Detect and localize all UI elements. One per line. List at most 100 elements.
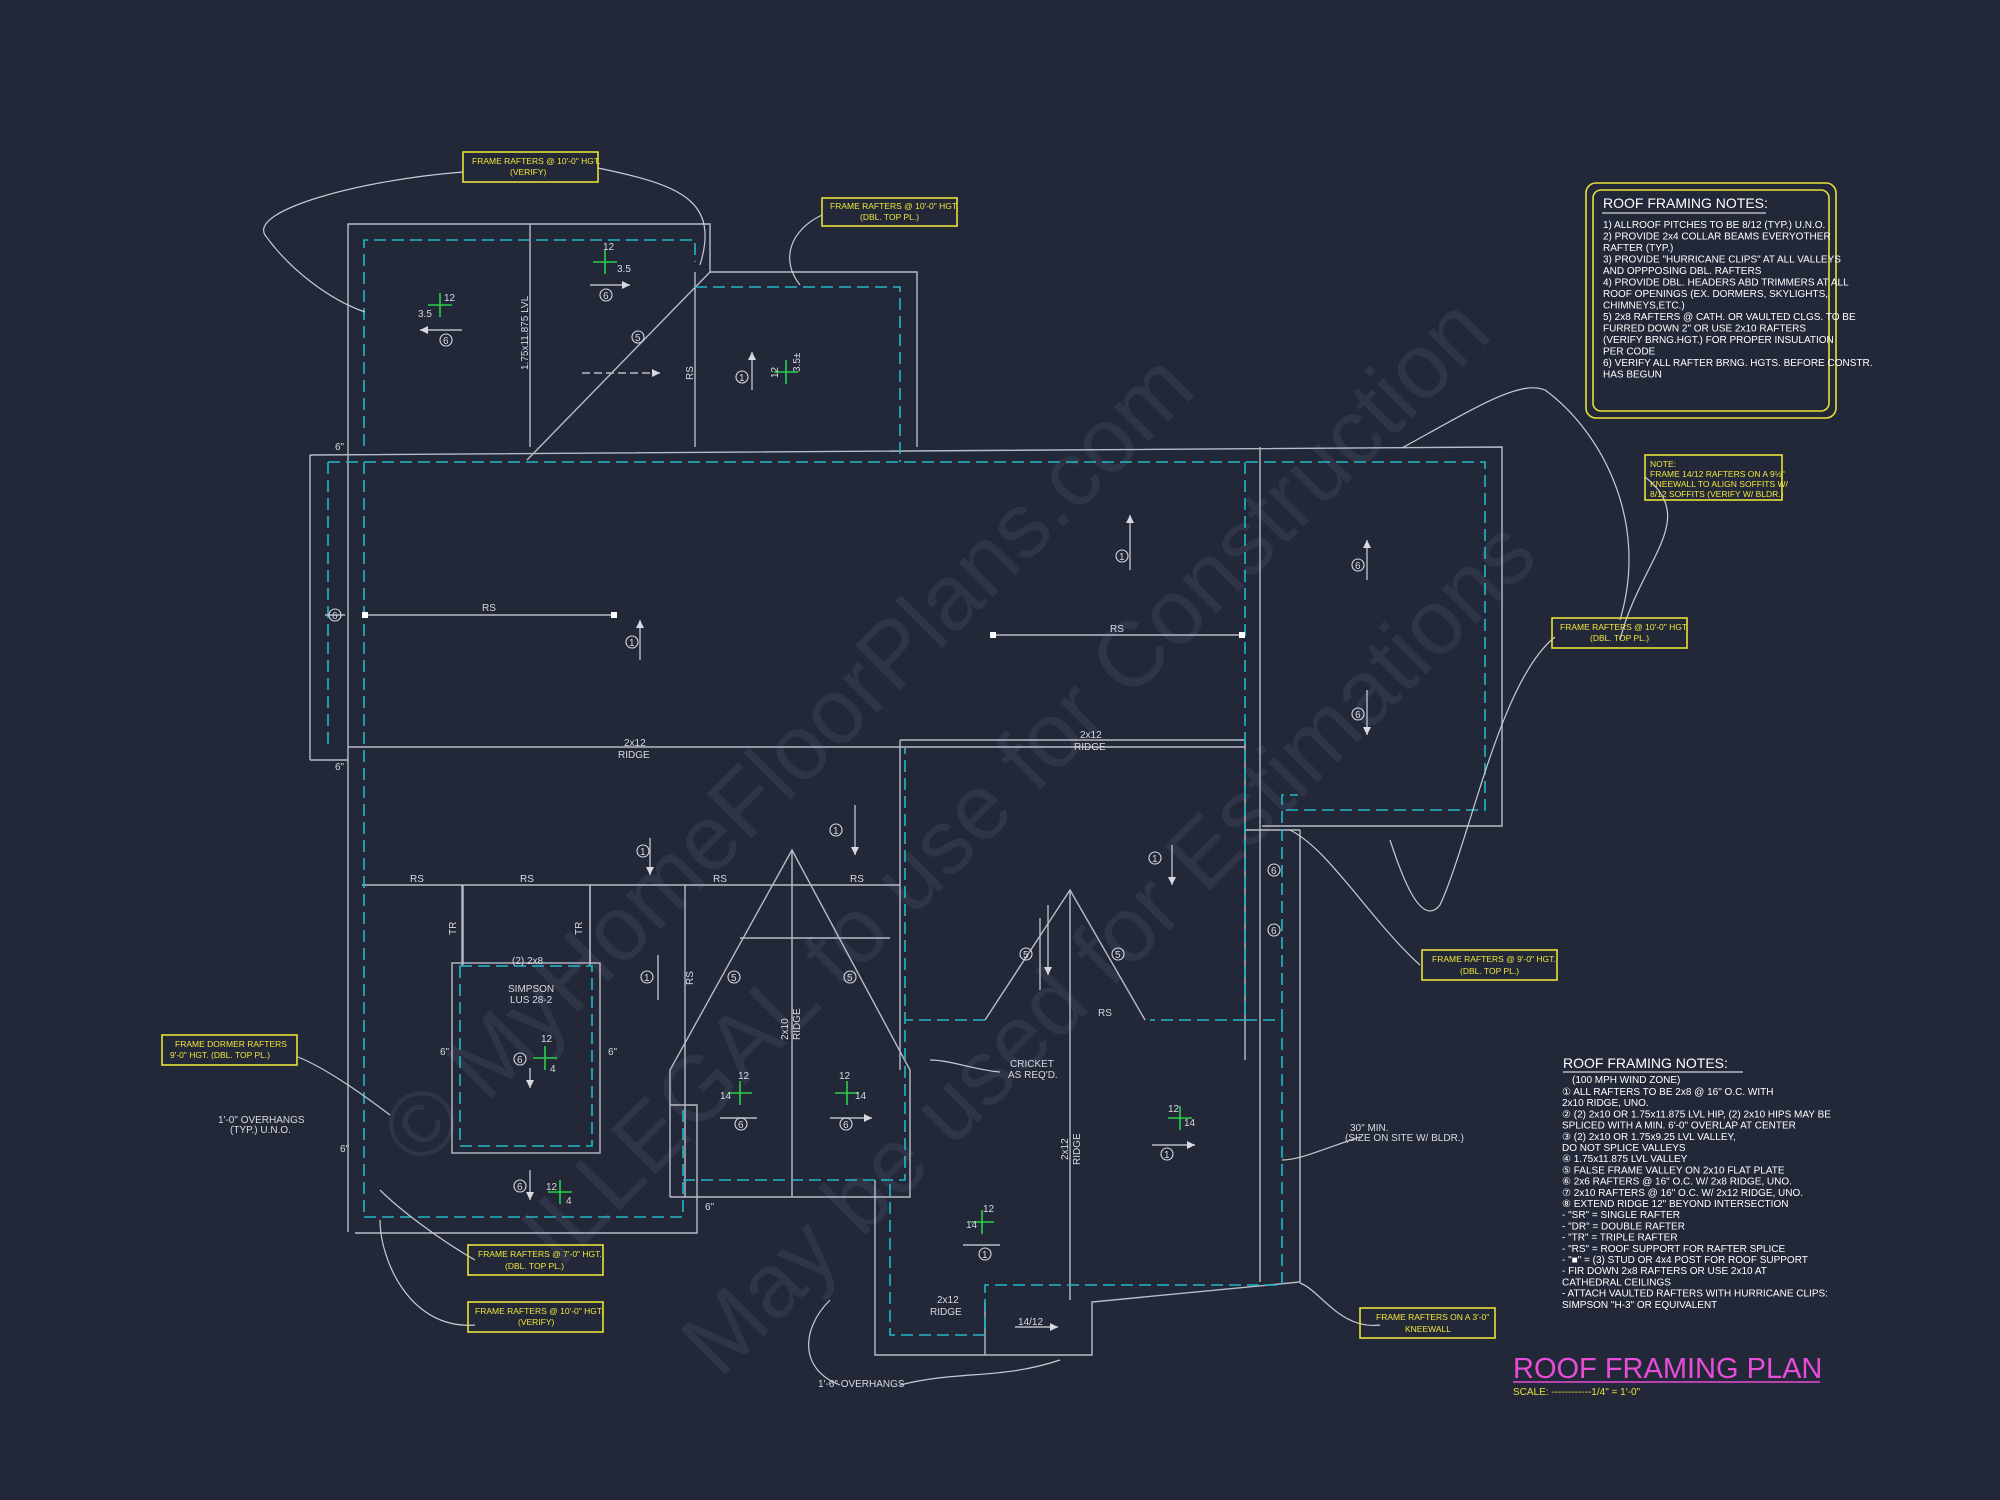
legend-line-17: - FIR DOWN 2x8 RAFTERS OR USE 2x10 AT	[1562, 1266, 1767, 1277]
callout-8-line-2: (VERIFY)	[518, 1317, 555, 1327]
rs-label-7: RS	[1098, 1008, 1112, 1019]
rs-label-5: RS	[713, 874, 727, 885]
callout-4-line-2: (DBL. TOP PL.)	[1590, 633, 1649, 643]
pitch-14-12: 14/12	[1018, 1317, 1043, 1328]
legend-line-2: 2x10 RIDGE, UNO.	[1562, 1098, 1649, 1109]
pitch-run-9: 14	[966, 1220, 978, 1231]
notes-box-line-13: 6) VERIFY ALL RAFTER BRNG. HGTS. BEFORE …	[1603, 358, 1873, 369]
roof-supports: RS RS RS RS RS RS RS RS RS TR TR	[362, 366, 1245, 1019]
dbl-2x8-label: (2) 2x8	[512, 956, 544, 967]
svg-text:6: 6	[517, 1055, 523, 1066]
six-in-4: 6"	[608, 1047, 618, 1058]
notes-box-line-14: HAS BEGUN	[1603, 370, 1662, 381]
page-title: ROOF FRAMING PLAN	[1513, 1353, 1822, 1385]
notes-box-line-8: CHIMNEYS,ETC.)	[1603, 301, 1685, 312]
legend-subheading: (100 MPH WIND ZONE)	[1572, 1075, 1680, 1086]
rs-label-6: RS	[850, 874, 864, 885]
ridge-gable-label: RIDGE	[792, 1008, 803, 1040]
legend-line-10: ⑦ 2x10 RAFTERS @ 16" O.C. W/ 2x12 RIDGE,…	[1562, 1188, 1803, 1199]
lvl-label: 1.75x11.875 LVL	[520, 295, 531, 370]
size-on-site-2: (SIZE ON SITE W/ BLDR.)	[1345, 1133, 1464, 1144]
pitch-run-3: 3.5±	[792, 352, 803, 372]
rs-label-3: RS	[410, 874, 424, 885]
callout-1-line-2: (VERIFY)	[510, 167, 547, 177]
ridge-bottom-label: RIDGE	[930, 1307, 962, 1318]
svg-text:6: 6	[1355, 561, 1361, 572]
pitch-mark-2: 123.5	[593, 242, 631, 275]
callout-6-line-1: FRAME DORMER RAFTERS	[175, 1039, 287, 1049]
ridge-south-size: 2x12	[1060, 1138, 1071, 1160]
six-in-2: 6"	[335, 762, 345, 773]
legend-line-9: ⑥ 2x6 RAFTERS @ 16" O.C. W/ 2x8 RIDGE, U…	[1562, 1177, 1792, 1188]
notes-box-line-7: ROOF OPENINGS (EX. DORMERS, SKYLIGHTS,	[1603, 289, 1828, 300]
pitch-rise-6: 12	[839, 1071, 851, 1082]
rs-label-1: RS	[482, 603, 496, 614]
pitch-mark-1: 123.5	[418, 293, 456, 320]
svg-text:5: 5	[847, 973, 853, 984]
callout-3-line-2: FRAME 14/12 RAFTERS ON A 9½"	[1650, 469, 1785, 479]
callout-2: FRAME RAFTERS @ 10'-0" HGT. (DBL. TOP PL…	[821, 197, 959, 227]
notes-box-line-9: 5) 2x8 RAFTERS @ CATH. OR VAULTED CLGS. …	[1603, 312, 1856, 323]
notes-box-line-10: FURRED DOWN 2" OR USE 2x10 RAFTERS	[1603, 324, 1806, 335]
leader-lines	[263, 167, 1669, 1386]
svg-text:6: 6	[1271, 926, 1277, 937]
legend-line-4: SPLICED WITH A MIN. 6'-0" OVERLAP AT CEN…	[1562, 1121, 1796, 1132]
tr-label-1: TR	[448, 922, 459, 935]
overhang-18in: 1'-6" OVERHANGS	[818, 1379, 905, 1390]
callout-3-line-1: NOTE:	[1650, 459, 1676, 469]
overhang-tags: 6" 6" 6" 6" 6" 6"	[335, 442, 715, 1213]
overhang-typ-1: 1'-0" OVERHANGS	[218, 1115, 305, 1126]
simpson-label-1: SIMPSON	[508, 984, 554, 995]
ridge-center-size: 2x12	[1080, 730, 1102, 741]
callout-6-line-2: 9'-0" HGT. (DBL. TOP PL.)	[170, 1050, 270, 1060]
callout-8-line-1: FRAME RAFTERS @ 10'-0" HGT.	[475, 1306, 604, 1316]
callout-4: FRAME RAFTERS @ 10'-0" HGT. (DBL. TOP PL…	[1551, 617, 1689, 649]
notes-box-line-3: RAFTER (TYP.)	[1603, 243, 1673, 254]
pitch-rise-3: 12	[770, 366, 781, 378]
ridge-gable-size: 2x10	[780, 1018, 791, 1040]
pitch-run-8: 14	[1184, 1118, 1196, 1129]
pitch-run-5: 14	[720, 1091, 732, 1102]
pitch-rise-2: 12	[603, 242, 615, 253]
cricket-label-1: CRICKET	[1010, 1059, 1054, 1070]
six-in-5: 6"	[340, 1144, 350, 1155]
legend-line-20: SIMPSON "H-3" OR EQUIVALENT	[1562, 1300, 1717, 1311]
rs-label-9: RS	[685, 971, 696, 985]
callout-5: FRAME RAFTERS @ 9'-0" HGT. (DBL. TOP PL.…	[1421, 949, 1558, 981]
callout-3-line-4: 8/12 SOFFITS (VERIFY W/ BLDR.)	[1650, 489, 1784, 499]
callout-8: FRAME RAFTERS @ 10'-0" HGT. (VERIFY)	[467, 1301, 604, 1333]
pitch-run-1: 3.5	[418, 309, 432, 320]
pitch-rise-5: 12	[738, 1071, 750, 1082]
legend-line-12: - "SR" = SINGLE RAFTER	[1562, 1210, 1680, 1221]
pitch-rise-8: 12	[1168, 1104, 1180, 1115]
callout-6: FRAME DORMER RAFTERS 9'-0" HGT. (DBL. TO…	[161, 1034, 298, 1066]
legend-line-1: ① ALL RAFTERS TO BE 2x8 @ 16" O.C. WITH	[1562, 1087, 1773, 1098]
callout-1-line-1: FRAME RAFTERS @ 10'-0" HGT.	[472, 156, 601, 166]
legend-line-11: ⑧ EXTEND RIDGE 12" BEYOND INTERSECTION	[1562, 1199, 1788, 1210]
callout-3: NOTE: FRAME 14/12 RAFTERS ON A 9½" KNEEW…	[1644, 454, 1789, 501]
circled-numbers: 6 6 5 1 6 1 1 6 6 1 1 1 6 6 1 5 5 5 5 6 …	[328, 288, 1365, 1261]
callout-2-line-1: FRAME RAFTERS @ 10'-0" HGT.	[830, 201, 959, 211]
legend-line-6: DO NOT SPLICE VALLEYS	[1562, 1143, 1686, 1154]
pitch-rise-7: 12	[546, 1182, 558, 1193]
legend-line-19: - ATTACH VAULTED RAFTERS WITH HURRICANE …	[1562, 1289, 1828, 1300]
svg-text:5: 5	[1023, 950, 1029, 961]
six-in-1: 6"	[335, 442, 345, 453]
notes-box-line-5: AND OPPPOSING DBL. RAFTERS	[1603, 266, 1762, 277]
notes-box-line-2: 2) PROVIDE 2x4 COLLAR BEAMS EVERYOTHER	[1603, 232, 1831, 243]
svg-text:1: 1	[644, 973, 650, 984]
callout-1: FRAME RAFTERS @ 10'-0" HGT. (VERIFY)	[462, 151, 601, 183]
svg-text:1: 1	[1152, 854, 1158, 865]
rs-label-4: RS	[520, 874, 534, 885]
svg-text:6: 6	[738, 1120, 744, 1131]
size-on-site-1: 30" MIN.	[1350, 1123, 1389, 1134]
cricket-label-2: AS REQ'D.	[1008, 1070, 1058, 1081]
callout-3-line-3: KNEEWALL TO ALIGN SOFFITS W/	[1650, 479, 1789, 489]
svg-text:6: 6	[443, 336, 449, 347]
notes-box-line-1: 1) ALLROOF PITCHES TO BE 8/12 (TYP.) U.N…	[1603, 220, 1825, 231]
six-in-6: 6"	[705, 1202, 715, 1213]
legend-lines: ① ALL RAFTERS TO BE 2x8 @ 16" O.C. WITH …	[1562, 1087, 1831, 1311]
ridge-bottom-size: 2x12	[937, 1295, 959, 1306]
